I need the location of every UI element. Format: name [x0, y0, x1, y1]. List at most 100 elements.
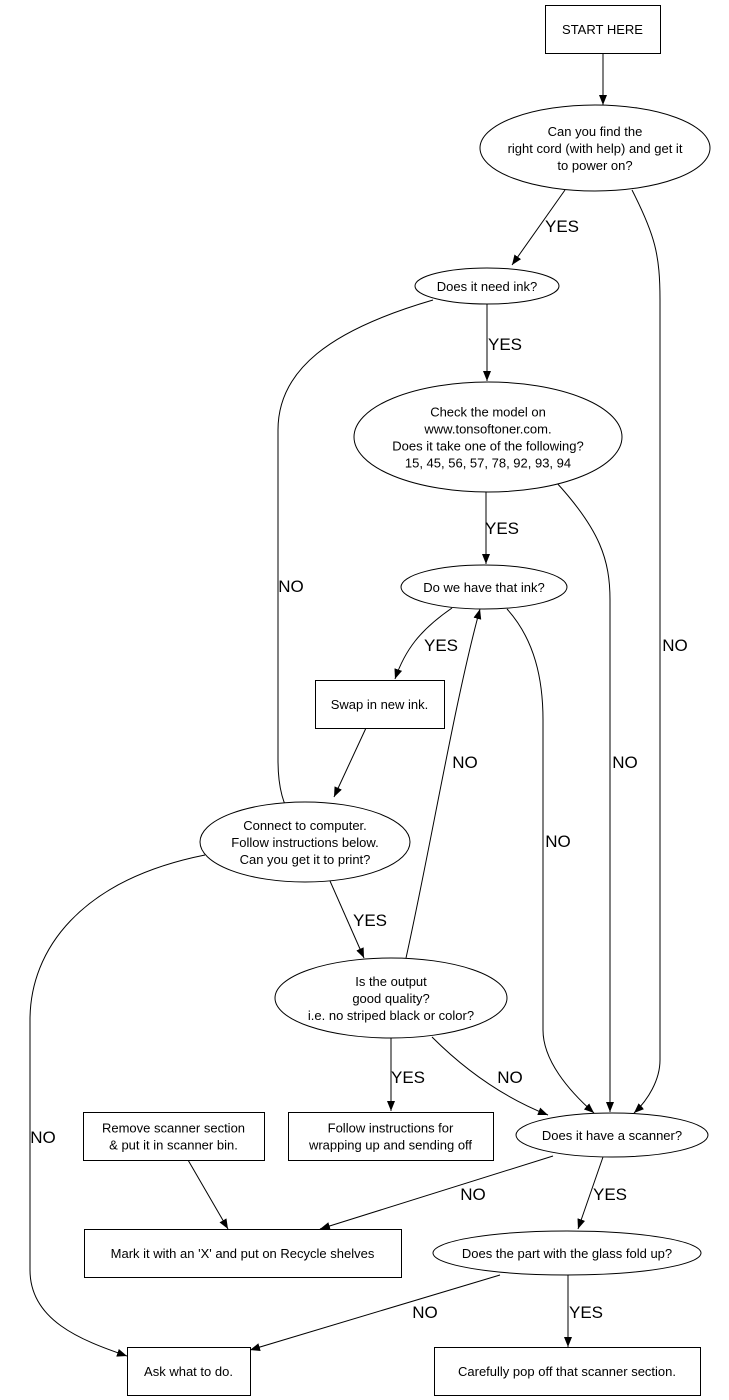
node-label: Does it have a scanner?: [542, 1128, 682, 1143]
node-label: Does the part with the glass fold up?: [462, 1246, 672, 1261]
edge-arrow: [333, 727, 367, 798]
edge-arrow: [249, 1274, 501, 1351]
process-box: [127, 1347, 251, 1396]
edge-glass-to-ask: NO: [249, 1274, 501, 1351]
decision-ellipse: [199, 801, 411, 883]
node-label: i.e. no striped black or color?: [308, 1008, 474, 1023]
edge-connect-to-quality: YES: [329, 880, 387, 959]
node-label: Does it take one of the following?: [392, 439, 584, 454]
node-carefully: Carefully pop off that scanner section.: [434, 1347, 701, 1396]
process-box: [545, 5, 661, 54]
process-box: [84, 1229, 402, 1278]
node-connect: Connect to computer. Follow instructions …: [199, 801, 411, 883]
node-label: Connect to computer.: [243, 818, 367, 833]
edge-arrow: [631, 189, 661, 1114]
edge-ink-to-model: YES: [483, 304, 522, 381]
node-quality: Is the output good quality? i.e. no stripe…: [274, 957, 508, 1039]
node-label: www.tonsoftoner.com.: [423, 422, 551, 437]
edge-arrow: [29, 854, 206, 1357]
node-remove: Remove scanner section & put it in scanne…: [83, 1112, 265, 1161]
process-box: [434, 1347, 701, 1396]
node-label: good quality?: [352, 991, 429, 1006]
edge-quality-to-follow: YES: [387, 1038, 425, 1111]
decision-ellipse: [274, 957, 508, 1039]
edge-label: NO: [452, 753, 478, 772]
node-label: Follow instructions for: [328, 1121, 454, 1136]
edge-arrow: [405, 608, 482, 959]
edge-model-to-haveink: YES: [482, 492, 519, 564]
edge-label: NO: [612, 753, 638, 772]
edge-arrow: [319, 1155, 554, 1230]
edge-q1-to-scanner: NO: [631, 189, 688, 1114]
node-start: START HERE: [545, 5, 661, 54]
decision-ellipse: [353, 381, 623, 493]
node-label: Can you get it to print?: [240, 852, 371, 867]
node-label: & put it in scanner bin.: [109, 1138, 238, 1153]
node-label: Is the output: [355, 974, 427, 989]
node-model: Check the model on www.tonsoftoner.com. Do…: [353, 381, 623, 493]
edge-label: NO: [545, 832, 571, 851]
process-box: [315, 680, 445, 729]
edge-arrow: [511, 189, 566, 266]
edge-swap-to-connect: [333, 727, 367, 798]
node-follow: Follow instructions for wrapping up and s…: [288, 1112, 494, 1161]
edge-arrow: [277, 299, 434, 820]
decision-ellipse: [432, 1230, 702, 1276]
edge-quality-to-haveink: NO: [405, 608, 482, 959]
edge-label: NO: [412, 1303, 438, 1322]
node-label: 15, 45, 56, 57, 78, 92, 93, 94: [405, 456, 571, 471]
edge-scanner-to-mark: NO: [319, 1155, 554, 1230]
edge-label: NO: [278, 577, 304, 596]
node-q1: Can you find the right cord (with help) a…: [479, 104, 711, 192]
decision-ellipse: [400, 564, 568, 610]
edge-label: YES: [485, 519, 519, 538]
edge-ink-to-connect: NO: [277, 299, 434, 820]
node-label: Check the model on: [430, 405, 546, 420]
edge-arrow: [506, 608, 595, 1114]
edge-model-to-scanner: NO: [555, 481, 638, 1112]
decision-ellipse: [515, 1112, 709, 1158]
node-label: Does it need ink?: [437, 279, 537, 294]
node-label: START HERE: [562, 22, 643, 37]
edge-label: NO: [30, 1128, 56, 1147]
edge-arrow: [555, 481, 614, 1112]
node-mark: Mark it with an 'X' and put on Recycle s…: [84, 1229, 402, 1278]
node-label: Can you find the: [548, 124, 643, 139]
node-ask: Ask what to do.: [127, 1347, 251, 1396]
process-box: [288, 1112, 494, 1161]
edge-label: NO: [662, 636, 688, 655]
edge-arrow: [431, 1036, 549, 1116]
node-label: right cord (with help) and get it: [508, 141, 683, 156]
node-label: Mark it with an 'X' and put on Recycle s…: [111, 1246, 375, 1261]
edge-label: YES: [391, 1068, 425, 1087]
node-haveink: Do we have that ink?: [400, 564, 568, 610]
edge-arrow: [577, 1156, 604, 1230]
edge-label: YES: [353, 911, 387, 930]
edge-label: YES: [488, 335, 522, 354]
edge-label: YES: [569, 1303, 603, 1322]
node-label: Follow instructions below.: [231, 835, 378, 850]
decision-ellipse: [479, 104, 711, 192]
node-label: Ask what to do.: [144, 1364, 233, 1379]
node-label: to power on?: [557, 158, 632, 173]
node-label: Swap in new ink.: [331, 697, 429, 712]
edge-label: YES: [424, 636, 458, 655]
edge-quality-to-scanner: NO: [431, 1036, 549, 1116]
edge-arrow: [394, 607, 453, 680]
edge-glass-to-carefully: YES: [564, 1275, 603, 1347]
edge-label: NO: [497, 1068, 523, 1087]
node-ink: Does it need ink?: [414, 267, 560, 305]
process-box: [83, 1112, 265, 1161]
node-glass: Does the part with the glass fold up?: [432, 1230, 702, 1276]
node-label: wrapping up and sending off: [308, 1138, 472, 1153]
edge-remove-to-mark: [187, 1159, 229, 1230]
edge-label: YES: [593, 1185, 627, 1204]
edge-q1-to-ink: YES: [511, 189, 579, 266]
node-swap: Swap in new ink.: [315, 680, 445, 729]
edge-connect-to-ask: NO: [29, 854, 206, 1357]
edge-arrow: [187, 1159, 229, 1230]
node-label: Remove scanner section: [102, 1121, 245, 1136]
decision-ellipse: [414, 267, 560, 305]
node-label: Carefully pop off that scanner section.: [458, 1364, 676, 1379]
